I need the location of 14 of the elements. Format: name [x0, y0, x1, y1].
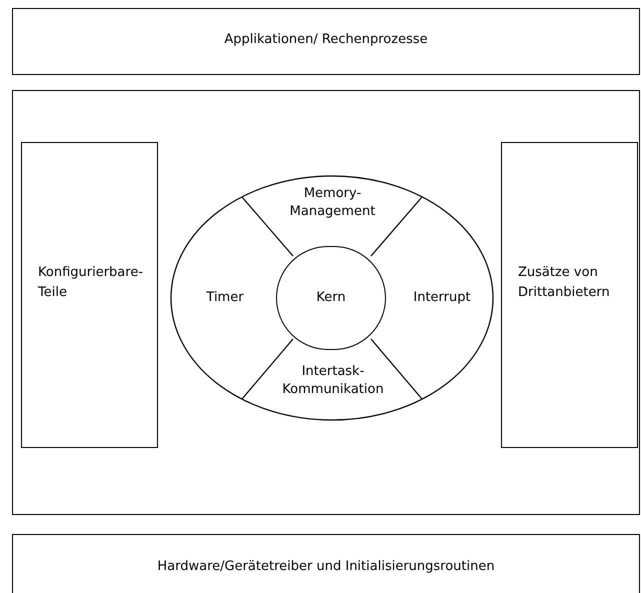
node-text: Konfigurierbare-Teile	[38, 264, 142, 302]
node-text: Intertask-Kommunikation	[281, 363, 385, 399]
side-box	[21, 142, 158, 448]
node-text: Timer	[206, 289, 244, 307]
layer-box	[12, 534, 640, 593]
side-box	[501, 142, 638, 448]
layer-box	[12, 8, 640, 75]
node-text: Hardware/Gerätetreiber und Initialisierungsroutinen	[157, 558, 495, 576]
node-text: Kern	[316, 289, 346, 308]
node-text: Interrupt	[413, 289, 471, 307]
container-box	[12, 90, 640, 515]
node-text: Zusätze von Drittanbietern	[518, 264, 611, 302]
node-text: Applikationen/ Rechenprozesse	[224, 30, 428, 49]
node-text: Memory-Management	[288, 185, 376, 221]
